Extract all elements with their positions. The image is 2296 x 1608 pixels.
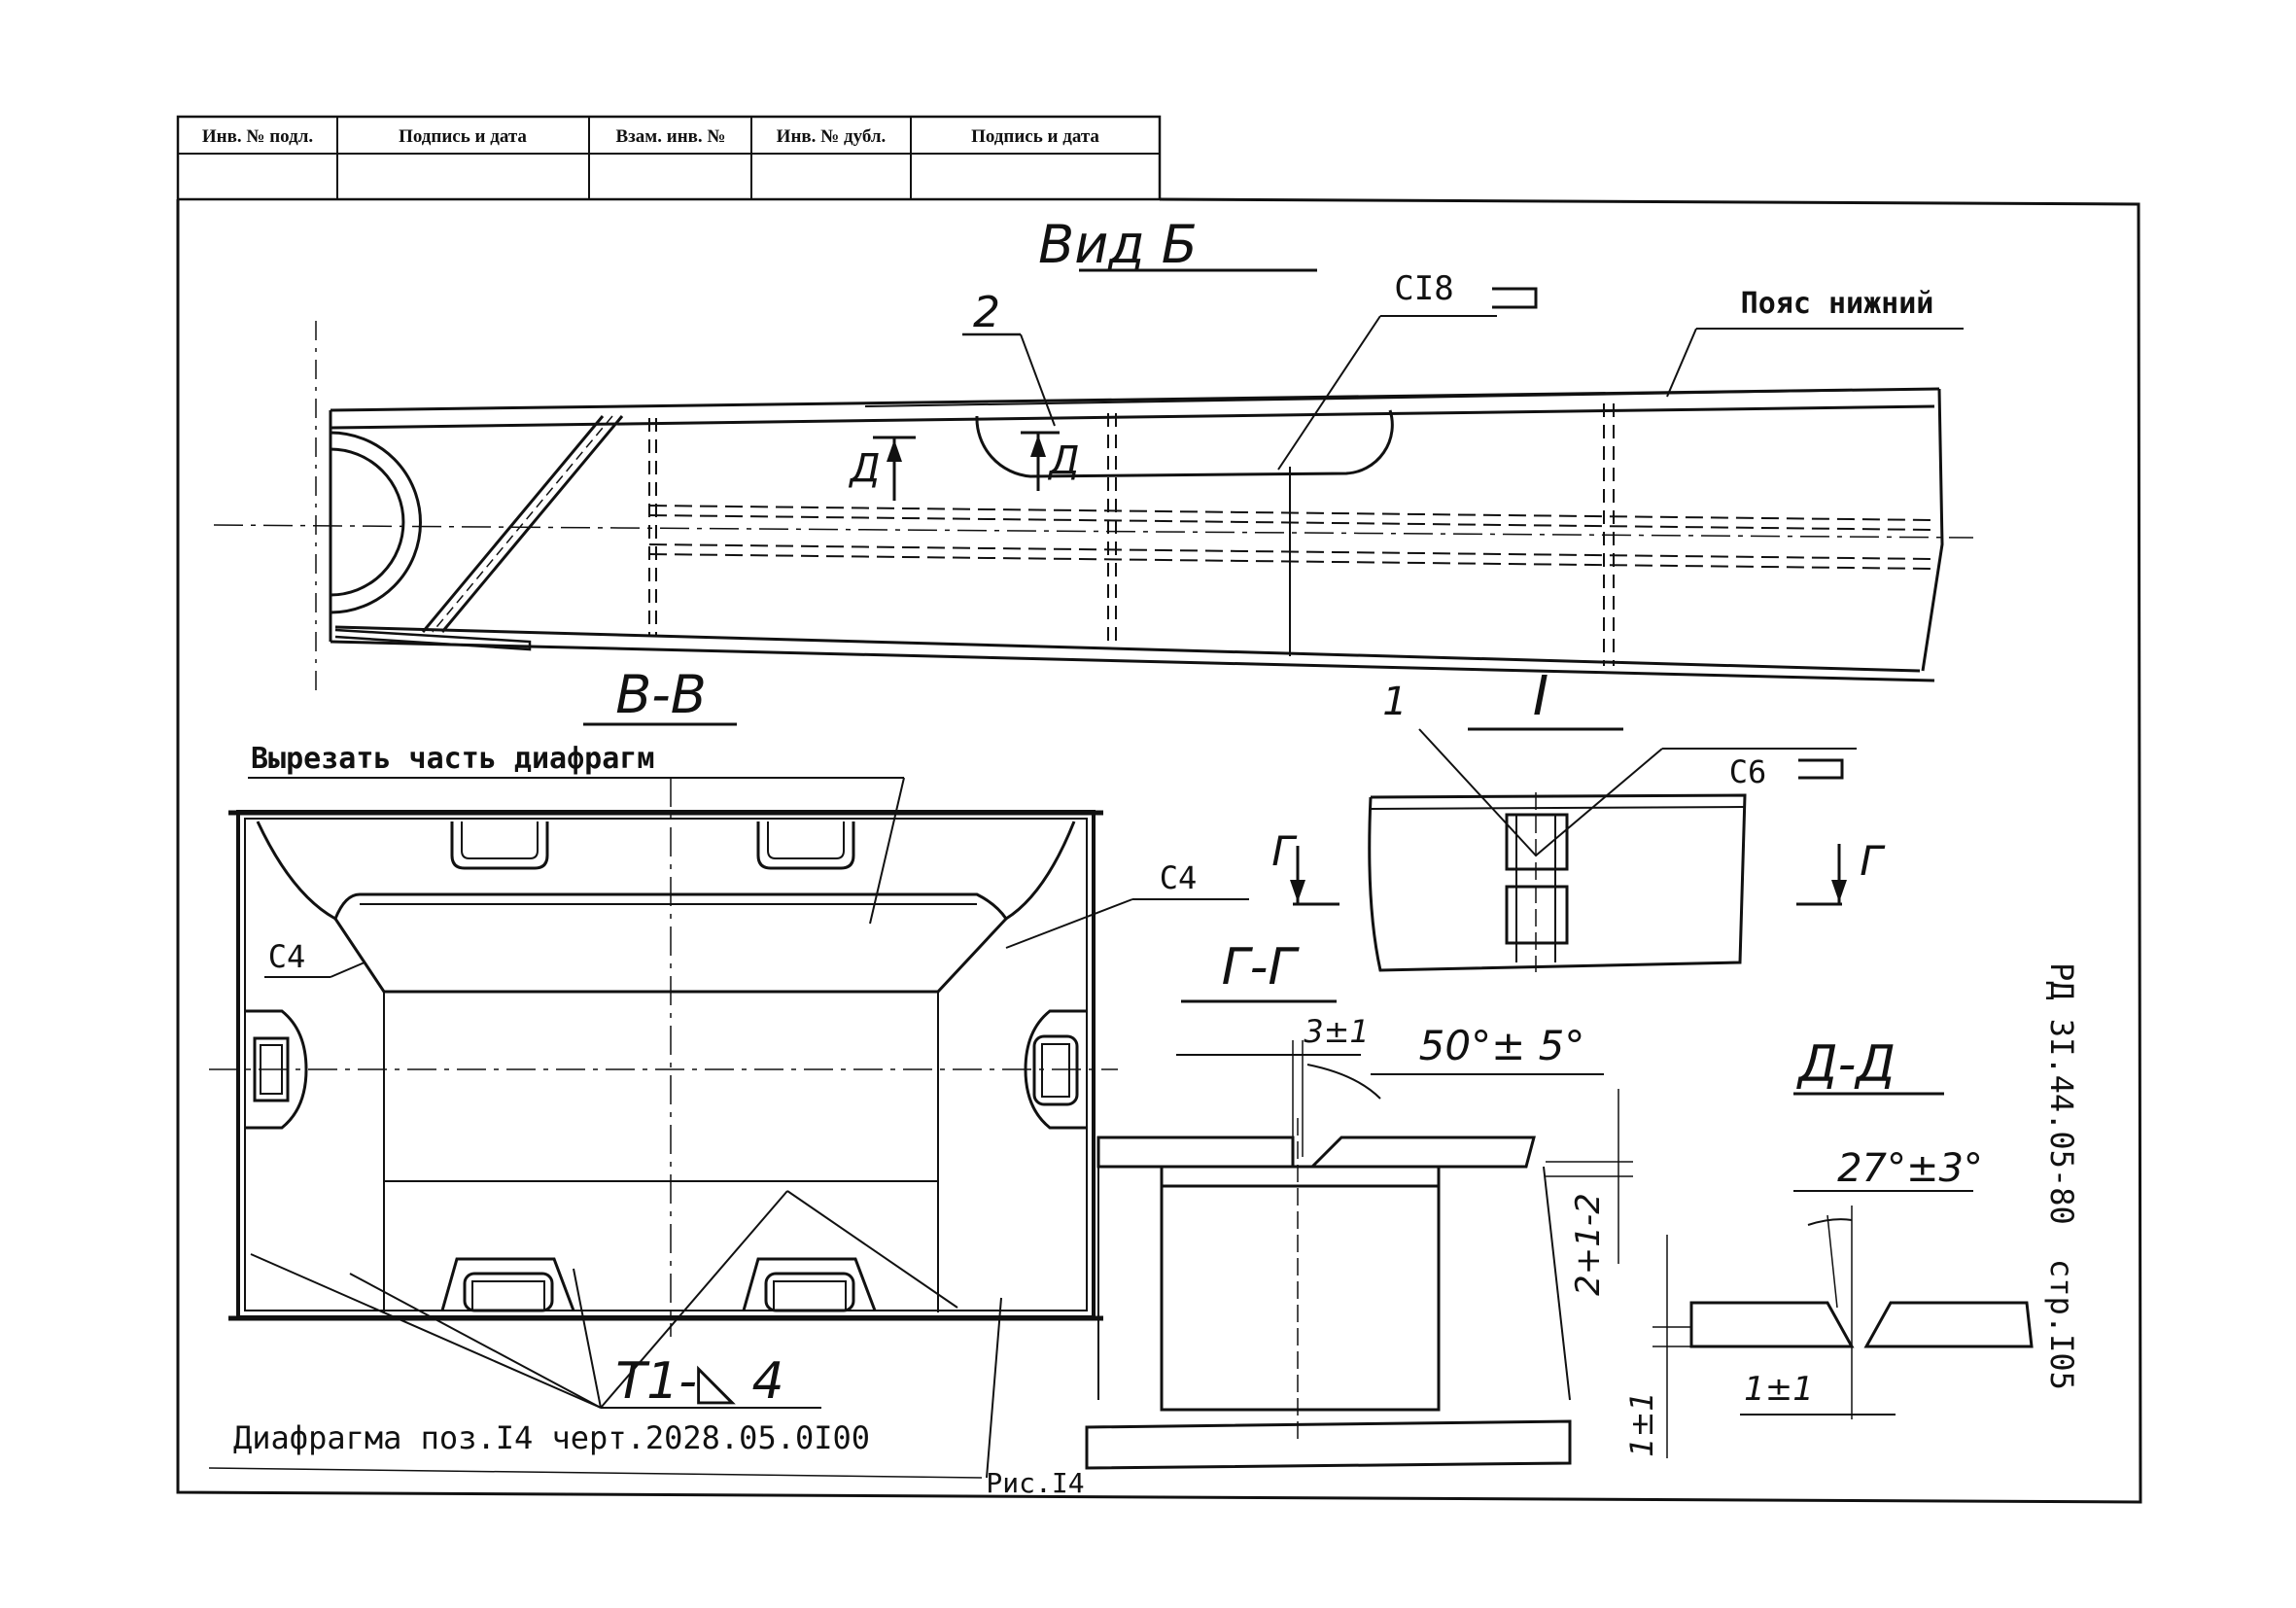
label-1: 1	[1382, 680, 1407, 724]
page-number: стр.I05	[2043, 1259, 2080, 1390]
diaphragm-caption: Диафрагма поз.I4 черт.2028.05.0I00	[233, 1419, 870, 1456]
weld-ct8-label: CI8	[1394, 269, 1453, 308]
gg-vertical-dim: 2+1-2	[1569, 1193, 1608, 1296]
figure-caption: Рис.I4	[986, 1467, 1084, 1499]
stamp-col-signature-date: Подпись и дата	[399, 126, 527, 147]
section-g-marker-right: Г	[1860, 837, 1886, 885]
gg-angle-dim: 50°± 5°	[1419, 1022, 1585, 1069]
weld-t1-label: Т1-◺ 4	[615, 1352, 783, 1411]
section-g-marker-left: Г	[1271, 827, 1298, 875]
section-d-marker-right: Д	[1047, 438, 1079, 483]
view-b-title: Вид Б	[1038, 214, 1198, 275]
section-d-marker-left: Д	[848, 446, 880, 491]
weld-c4-left-label: C4	[268, 938, 306, 975]
section-dd: Д-Д 27°±3° 1±1 1±1	[1623, 1035, 2034, 1458]
dd-angle-dim: 27°±3°	[1837, 1146, 1983, 1191]
document-code: РД 3I.44.05-80	[2043, 962, 2080, 1225]
section-gg-title: Г-Г	[1222, 938, 1301, 996]
cut-note: Вырезать часть диафрагм	[251, 742, 654, 776]
stamp-col-inv-dubl: Инв. № дубл.	[777, 126, 887, 147]
sheet-frame	[176, 197, 2142, 1504]
stamp-col-signature-date-2: Подпись и дата	[971, 126, 1099, 147]
stamp-col-vzam-inv: Взам. инв. №	[616, 126, 726, 147]
belt-label: Пояс нижний	[1741, 287, 1934, 321]
section-dd-title: Д-Д	[1796, 1035, 1896, 1094]
detail-i: I 1 C6 Г Г	[1271, 665, 1886, 972]
weld-c4-right-label: C4	[1160, 859, 1198, 896]
dd-vertical-dim: 1±1	[1623, 1391, 1660, 1457]
dd-gap-dim: 1±1	[1744, 1370, 1814, 1409]
section-vv-title: В-В	[615, 664, 707, 725]
weld-c6-label: C6	[1729, 753, 1767, 790]
section-vv: В-В Вырезать часть диафрагм	[208, 664, 1249, 1499]
section-gg: Г-Г 3±1 50°± 5° 2+1-2	[1085, 938, 1633, 1470]
stamp-table: Инв. № подл. Подпись и дата Взам. инв. №…	[176, 115, 1162, 201]
stamp-col-inv-podl: Инв. № подл.	[202, 126, 313, 147]
label-2: 2	[973, 288, 1000, 337]
detail-i-title: I	[1533, 665, 1549, 728]
view-b: Вид Б Д	[213, 214, 1974, 695]
gg-gap-dim: 3±1	[1304, 1013, 1370, 1050]
